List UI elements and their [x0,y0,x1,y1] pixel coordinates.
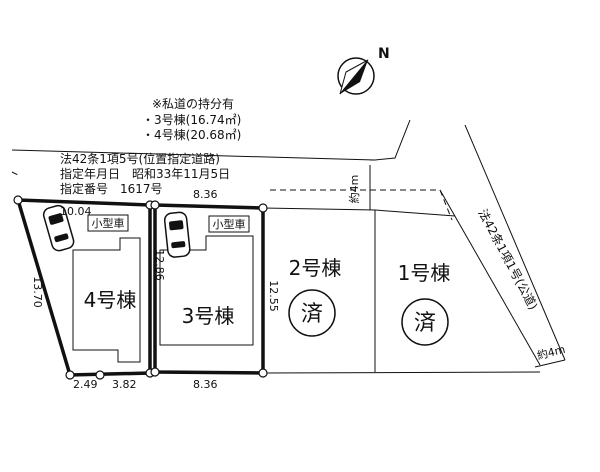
road-line3: 指定番号 1617号 [60,181,163,196]
road-outlines [11,119,566,374]
lot3-label: 3号棟 [182,304,235,328]
south-boundary [262,371,541,374]
dim-bottom-249: 2.49 [73,378,98,391]
road-line2: 指定年月日 昭和33年11月5日 [60,166,230,181]
car-lot4 [42,204,75,252]
dim-bottom-836: 8.36 [193,378,218,391]
dim-top-lot4: 10.04 [60,205,92,218]
notes-title: ※私道の持分有 [152,96,234,111]
svg-text:小型車: 小型車 [92,216,125,230]
road-width-east: 約4m [535,342,566,363]
north-label: N [378,46,390,62]
lot1-label: 1号棟 [398,261,451,285]
lot2-label: 2号棟 [289,256,342,280]
car-tag-lot3: 小型車 [208,215,250,233]
car-lot3 [163,211,191,258]
svg-text:済: 済 [301,302,323,327]
width-east-marker [534,359,566,368]
car-tag-lot4: 小型車 [87,214,129,232]
dim-left-lot4: 13.70 [31,276,44,308]
road-line1: 法42条1項5号(位置指定道路) [60,151,220,166]
east-road-east-edge [464,124,566,361]
lot1-top-edge [374,209,456,217]
road-width-north: 約4m [347,175,361,204]
east-road-west-edge [439,189,541,366]
dim-bottom-382: 3.82 [112,378,137,391]
notes-line1: ・3号棟(16.74㎡) [142,112,241,127]
dim-right-lot3: 12.55 [267,280,280,312]
survey-points [13,195,268,380]
sold-badge-lot1: 済 [401,298,449,346]
sold-badge-lot2: 済 [288,289,336,337]
buildings [72,235,254,363]
lot3-building [159,235,254,346]
lot4-label: 4号棟 [84,288,137,312]
notes-line2: ・4号棟(20.68㎡) [142,127,241,142]
svg-text:小型車: 小型車 [213,217,246,231]
north-compass: N [337,46,390,95]
lot4-building [72,237,141,363]
svg-text:済: 済 [414,311,436,336]
north-road-top-edge [11,119,411,161]
dim-left-lot3: 12.86 [153,249,166,281]
dim-top-lot3: 8.36 [193,188,218,201]
east-road-label: 法42条1項1号(公道) [475,207,540,312]
